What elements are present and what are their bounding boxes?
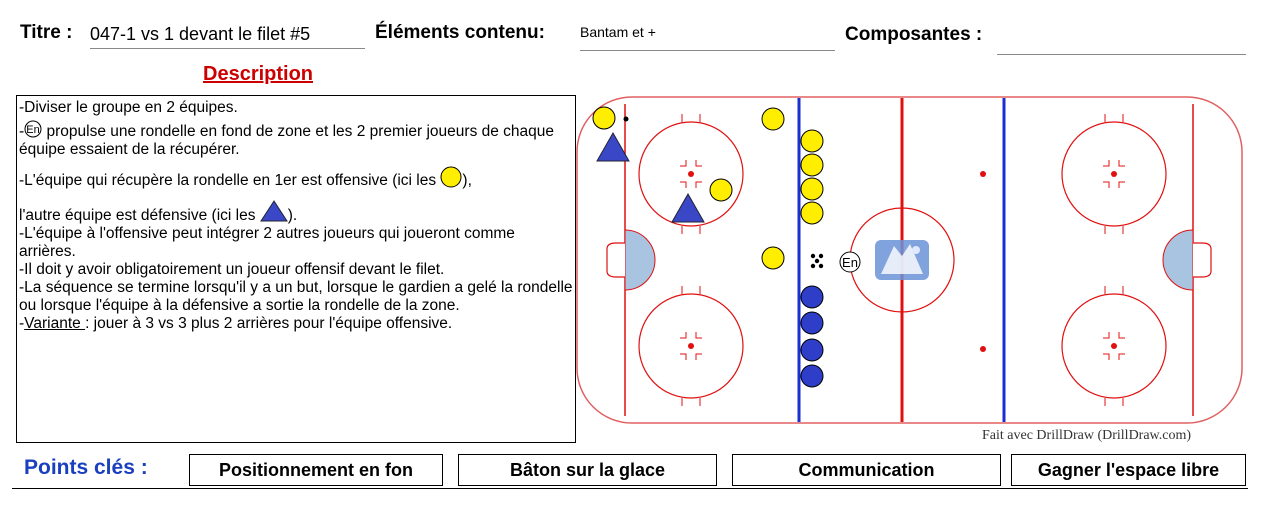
desc-line: -Diviser le groupe en 2 équipes.	[19, 99, 238, 116]
desc-line: -L'équipe à l'offensive peut intégrer 2 …	[19, 225, 515, 260]
bottom-rule	[12, 488, 1248, 489]
key-point-box[interactable]: Gagner l'espace libre	[1011, 454, 1246, 486]
desc-prefix: -	[19, 123, 25, 140]
faceoff-circle-bottom-right	[1061, 286, 1167, 406]
variante-label: Variante	[24, 315, 86, 332]
titre-value[interactable]: 047-1 vs 1 devant le filet #5	[90, 24, 365, 49]
desc-text: -L'équipe qui récupère la rondelle en 1e…	[19, 172, 441, 189]
defense-players	[800, 285, 824, 388]
coach-marker: En	[839, 251, 861, 273]
composantes-label: Composantes :	[845, 24, 983, 45]
defense-player-triangle	[671, 192, 705, 223]
defense-player-icon	[259, 200, 288, 222]
desc-text: ),	[462, 172, 472, 189]
description-title: Description	[203, 63, 314, 85]
center-logo	[875, 240, 929, 280]
offense-players	[592, 106, 824, 270]
composantes-value[interactable]	[997, 24, 1246, 55]
description-box: -Diviser le groupe en 2 équipes. -En pro…	[16, 95, 576, 443]
key-points-label: Points clés :	[24, 456, 148, 479]
key-point-box[interactable]: Communication	[732, 454, 1001, 486]
rink-diagram: En	[576, 96, 1243, 424]
elements-value[interactable]: Bantam et +	[580, 24, 835, 51]
offense-player-icon	[440, 166, 462, 188]
faceoff-circle-top-left	[638, 114, 744, 234]
desc-line: -L'équipe qui récupère la rondelle en 1e…	[19, 166, 573, 190]
desc-text: ).	[287, 207, 298, 224]
net-right	[1193, 242, 1212, 278]
coach-icon-label: En	[26, 124, 39, 136]
drilldraw-credit: Fait avec DrillDraw (DrillDraw.com)	[982, 428, 1192, 443]
faceoff-circle-top-right	[1061, 114, 1167, 234]
coach-icon: En	[24, 120, 42, 138]
net-left	[606, 242, 625, 278]
neutral-dot-bottom	[980, 346, 986, 352]
crease-right	[1162, 229, 1194, 291]
neutral-dot-top	[980, 171, 986, 177]
puck-pile	[810, 253, 824, 269]
desc-prefix: -	[19, 315, 25, 332]
defense-player-triangle	[596, 131, 630, 162]
elements-label: Éléments contenu:	[375, 22, 545, 43]
faceoff-circle-bottom-left	[638, 286, 744, 406]
puck	[623, 116, 629, 122]
desc-text: l'autre équipe est défensive (ici les	[19, 207, 260, 224]
key-point-box[interactable]: Positionnement en fon	[189, 454, 443, 486]
desc-text: propulse une rondelle en fond de zone et…	[19, 123, 555, 158]
desc-line: -La séquence se termine lorsqu'il y a un…	[19, 279, 573, 314]
desc-line: -Il doit y avoir obligatoirement un joue…	[19, 261, 445, 278]
desc-line: -En propulse une rondelle en fond de zon…	[19, 120, 573, 159]
key-point-box[interactable]: Bâton sur la glace	[458, 454, 717, 486]
titre-label: Titre :	[20, 22, 73, 43]
desc-text: : jouer à 3 vs 3 plus 2 arrières pour l'…	[85, 315, 453, 332]
desc-line: l'autre équipe est défensive (ici les ).	[19, 200, 573, 225]
crease-left	[624, 229, 656, 291]
desc-line: -Variante : jouer à 3 vs 3 plus 2 arrièr…	[19, 315, 573, 333]
coach-marker-label: En	[842, 255, 858, 270]
